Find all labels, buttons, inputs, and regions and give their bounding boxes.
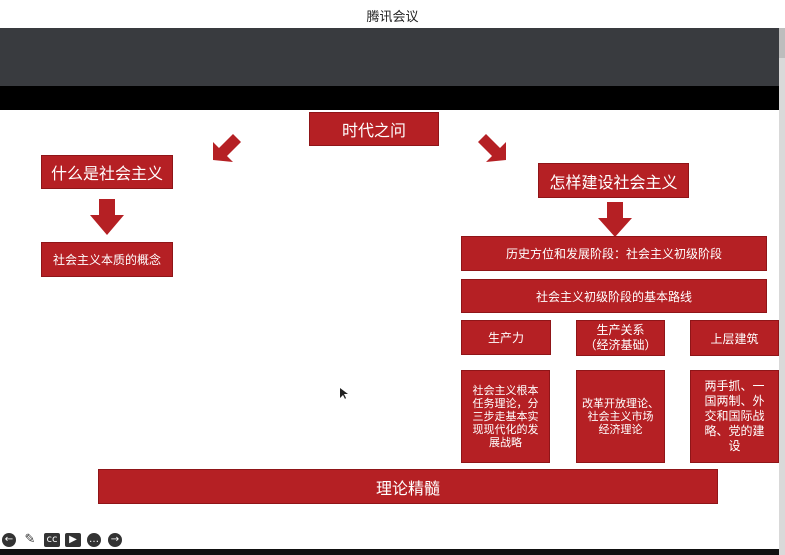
relations-detail-box: 改革开放理论、 社会主义市场 经济理论 bbox=[576, 370, 665, 463]
superstructure-detail-box: 两手抓、一 国两制、外 交和国际战 略、党的建 设 bbox=[690, 370, 779, 463]
productivity-detail-box: 社会主义根本 任务理论，分 三步走基本实 现现代化的发 展战略 bbox=[461, 370, 550, 463]
left-concept-box: 社会主义本质的概念 bbox=[41, 242, 173, 277]
bottom-strip bbox=[0, 549, 779, 555]
next-slide-icon[interactable]: → bbox=[108, 533, 122, 547]
left-title-box: 什么是社会主义 bbox=[41, 155, 173, 189]
detail-line: 国两制、外 bbox=[704, 394, 765, 408]
relations-box: 生产关系 （经济基础） bbox=[576, 320, 665, 356]
arrow-down-icon bbox=[598, 202, 632, 237]
detail-line: 社会主义根本 bbox=[472, 384, 539, 397]
detail-line: 现现代化的发 bbox=[472, 423, 539, 436]
presentation-controls-bar bbox=[0, 525, 779, 549]
relations-line-1: 生产关系 bbox=[596, 323, 645, 337]
prev-slide-icon[interactable]: ← bbox=[2, 533, 16, 547]
meeting-toolbar bbox=[0, 28, 779, 86]
window-title: 腾讯会议 bbox=[366, 10, 419, 25]
relations-line-2: （经济基础） bbox=[584, 338, 657, 352]
superstructure-box: 上层建筑 bbox=[690, 320, 779, 356]
detail-line: 任务理论，分 bbox=[472, 397, 539, 410]
mouse-cursor-icon bbox=[340, 388, 348, 399]
detail-line: 交和国际战 bbox=[704, 409, 765, 423]
arrow-down-icon bbox=[90, 199, 124, 235]
screen-share-top-band bbox=[0, 86, 779, 110]
detail-line: 改革开放理论、 bbox=[582, 397, 659, 410]
detail-line: 设 bbox=[728, 439, 741, 453]
detail-line: 经济理论 bbox=[598, 423, 643, 436]
arrow-down-right-icon bbox=[478, 134, 506, 162]
detail-line: 三步走基本实 bbox=[472, 410, 539, 423]
detail-line: 略、党的建 bbox=[704, 424, 765, 438]
scrollbar-thumb[interactable] bbox=[779, 28, 785, 58]
detail-line: 两手抓、一 bbox=[704, 379, 765, 393]
window-titlebar: 腾讯会议 bbox=[0, 0, 785, 28]
captions-icon[interactable]: cc bbox=[44, 533, 60, 547]
bottom-label-box: 理论精髓 bbox=[98, 469, 718, 504]
basic-line-box: 社会主义初级阶段的基本路线 bbox=[461, 279, 767, 313]
productivity-box: 生产力 bbox=[461, 320, 551, 355]
video-icon[interactable]: ▶ bbox=[65, 533, 81, 547]
stage-box: 历史方位和发展阶段：社会主义初级阶段 bbox=[461, 236, 767, 271]
detail-line: 展战略 bbox=[489, 436, 522, 449]
pen-icon[interactable]: ✎ bbox=[24, 532, 36, 547]
arrow-down-left-icon bbox=[213, 134, 241, 162]
right-title-box: 怎样建设社会主义 bbox=[538, 163, 689, 198]
detail-line: 社会主义市场 bbox=[587, 410, 654, 423]
more-icon[interactable]: … bbox=[87, 533, 101, 547]
scrollbar-track[interactable] bbox=[779, 28, 785, 555]
slide-top-label: 时代之问 bbox=[309, 112, 439, 146]
